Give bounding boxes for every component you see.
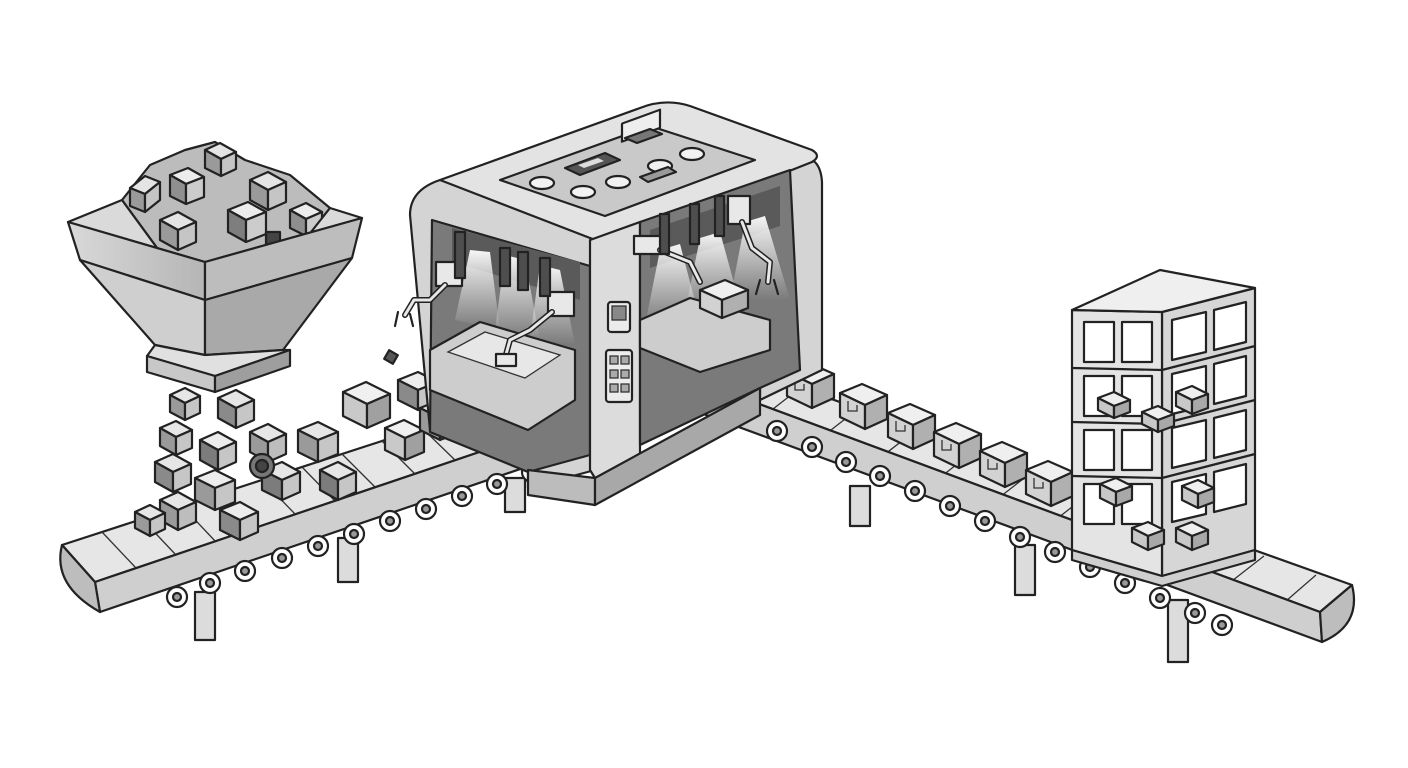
cube-icon [216, 388, 256, 430]
cube-icon [168, 386, 202, 422]
box-icon [932, 421, 983, 470]
processing-machine [393, 101, 824, 507]
box-icon [1180, 478, 1216, 510]
robot-arm-icon [494, 290, 576, 368]
rack-base [1070, 548, 1257, 588]
box-icon [838, 382, 889, 431]
cube-icon [153, 452, 193, 494]
box-icon [978, 440, 1029, 489]
cube-icon [318, 460, 358, 502]
hopper-outlet-side [213, 348, 292, 394]
box-icon [1098, 476, 1134, 508]
hopper-cube-pile [120, 140, 332, 272]
box-icon [1096, 390, 1132, 420]
box-icon [1174, 520, 1210, 552]
cube-icon [158, 419, 194, 457]
right-inner-tray [638, 296, 772, 374]
cube-icon [193, 468, 237, 512]
left-belt-end-cap [59, 543, 102, 614]
box-icon [886, 402, 937, 451]
rack-top [1070, 268, 1257, 314]
right-rail-posts [658, 194, 726, 256]
box-icon [1140, 404, 1176, 434]
cube-icon [383, 418, 426, 462]
machine-base-left [526, 468, 597, 507]
cube-icon [198, 430, 238, 472]
hopper [66, 140, 364, 394]
robot-arm-icon [726, 194, 780, 296]
right-belt-end-cap [1318, 583, 1356, 644]
pillar-keypad [604, 300, 634, 404]
box-icon [1174, 384, 1210, 416]
machine-base-right [593, 386, 762, 507]
rack-stored-boxes [1096, 384, 1216, 552]
cube-icon [218, 500, 260, 542]
cube-icon [133, 503, 167, 538]
control-panel-icon [498, 108, 757, 218]
left-rail-posts [453, 230, 552, 298]
packaged-boxes [731, 339, 1075, 508]
robot-arm-icon [393, 260, 464, 328]
box-icon [1130, 520, 1166, 552]
storage-rack-icon [1070, 268, 1257, 588]
cube-icon [341, 380, 392, 430]
cube-icon [296, 420, 340, 464]
right-conveyor-legs [848, 484, 1190, 664]
